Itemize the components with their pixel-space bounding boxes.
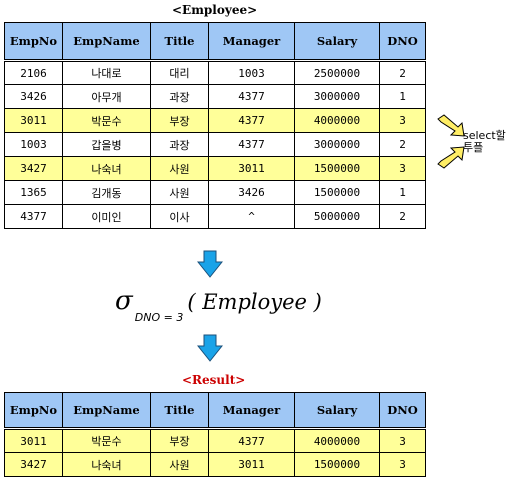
employee-cell: 박문수 (62, 108, 151, 133)
result-cell: 사원 (150, 452, 209, 477)
employee-col-header: Salary (294, 22, 380, 62)
employee-cell: 4377 (4, 204, 63, 229)
employee-cell: 4000000 (294, 108, 380, 133)
select-note-line2: 투플 (463, 141, 484, 154)
selection-condition: DNO = 3 (134, 311, 184, 324)
result-cell: 3011 (4, 428, 63, 453)
employee-cell: 2500000 (294, 60, 380, 85)
employee-cell: 1003 (208, 60, 295, 85)
employee-cell: 4377 (208, 84, 295, 109)
result-cell: 1500000 (294, 452, 380, 477)
employee-cell: 1500000 (294, 180, 380, 205)
result-cell: 박문수 (62, 428, 151, 453)
employee-cell: 3 (379, 108, 426, 133)
employee-cell: 2 (379, 132, 426, 157)
employee-cell: 사원 (150, 180, 209, 205)
result-col-header: Salary (294, 392, 380, 430)
down-arrow-icon (197, 250, 223, 278)
employee-cell: 3426 (208, 180, 295, 205)
employee-cell: 3011 (208, 156, 295, 181)
employee-col-header: Manager (208, 22, 295, 62)
employee-cell: 3427 (4, 156, 63, 181)
employee-cell: 부장 (150, 108, 209, 133)
employee-cell: 5000000 (294, 204, 380, 229)
employee-cell: 나대로 (62, 60, 151, 85)
employee-col-header: DNO (379, 22, 426, 62)
employee-cell: 3000000 (294, 84, 380, 109)
result-cell: 3 (379, 452, 426, 477)
result-cell: 3 (379, 428, 426, 453)
employee-cell: 1003 (4, 132, 63, 157)
sigma-operator: σ (115, 286, 133, 316)
result-col-header: EmpName (62, 392, 151, 430)
select-pointer-arrows (437, 114, 465, 169)
result-col-header: Manager (208, 392, 295, 430)
selection-argument: ( Employee ) (187, 290, 322, 314)
employee-cell: 아무개 (62, 84, 151, 109)
select-note-line1: select할 (463, 129, 506, 142)
result-cell: 4377 (208, 428, 295, 453)
employee-cell: 김개동 (62, 180, 151, 205)
result-cell: 나숙녀 (62, 452, 151, 477)
employee-cell: 1365 (4, 180, 63, 205)
employee-caption: <Employee> (172, 3, 258, 17)
employee-cell: 3 (379, 156, 426, 181)
selection-expression: σDNO = 3( Employee ) (115, 286, 322, 326)
employee-cell: 2 (379, 60, 426, 85)
employee-cell: 1 (379, 84, 426, 109)
employee-cell: 4377 (208, 108, 295, 133)
employee-cell: 사원 (150, 156, 209, 181)
employee-cell: 갑을병 (62, 132, 151, 157)
result-col-header: EmpNo (4, 392, 63, 430)
employee-col-header: EmpNo (4, 22, 63, 62)
employee-cell: 2 (379, 204, 426, 229)
result-col-header: Title (150, 392, 209, 430)
employee-cell: 나숙녀 (62, 156, 151, 181)
employee-cell: 이미인 (62, 204, 151, 229)
result-cell: 4000000 (294, 428, 380, 453)
employee-cell: 3000000 (294, 132, 380, 157)
employee-cell: ^ (208, 204, 295, 229)
employee-cell: 2106 (4, 60, 63, 85)
employee-col-header: Title (150, 22, 209, 62)
result-cell: 부장 (150, 428, 209, 453)
employee-cell: 과장 (150, 84, 209, 109)
employee-cell: 4377 (208, 132, 295, 157)
employee-cell: 1500000 (294, 156, 380, 181)
down-arrow-icon (197, 334, 223, 362)
result-col-header: DNO (379, 392, 426, 430)
select-note: select할 투플 (463, 130, 506, 154)
employee-cell: 이사 (150, 204, 209, 229)
result-cell: 3011 (208, 452, 295, 477)
select-pointer-arrow-upper (437, 114, 465, 137)
employee-cell: 3011 (4, 108, 63, 133)
employee-cell: 1 (379, 180, 426, 205)
employee-cell: 3426 (4, 84, 63, 109)
employee-cell: 대리 (150, 60, 209, 85)
select-pointer-arrow-lower (437, 146, 465, 169)
employee-cell: 과장 (150, 132, 209, 157)
result-caption: <Result> (182, 373, 246, 387)
employee-col-header: EmpName (62, 22, 151, 62)
result-cell: 3427 (4, 452, 63, 477)
